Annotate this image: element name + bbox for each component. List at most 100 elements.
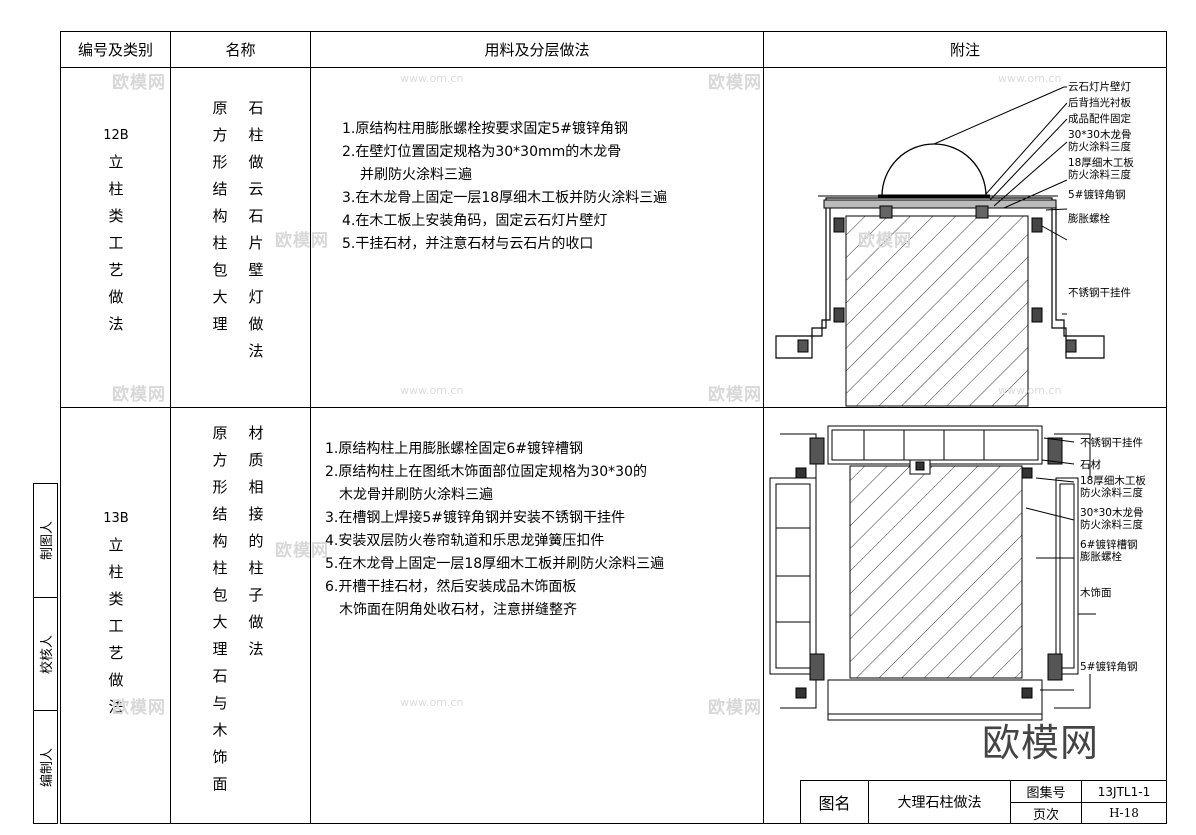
step-line: 2.在壁灯位置固定规格为30*30mm的木龙骨 — [342, 144, 622, 160]
callout-text: 30*30木龙骨 — [1080, 507, 1144, 519]
name-char: 接 — [248, 505, 264, 523]
name-char: 包 — [212, 586, 228, 604]
name-char: 云 — [248, 180, 264, 198]
code-char: 做 — [108, 671, 124, 689]
watermark-url: www.om.cn — [400, 72, 464, 85]
side-text: 编制人 — [39, 747, 55, 787]
code-char: 立 — [108, 536, 124, 554]
callout-text: 膨胀螺栓 — [1080, 551, 1122, 563]
watermark-logo: 欧模网 — [708, 698, 762, 718]
row2-steps: 1.原结构柱上用膨胀螺栓固定6#镀锌槽钢 2.原结构柱上在图纸木饰面部位固定规格… — [325, 438, 664, 622]
name-char: 的 — [248, 532, 264, 550]
detail-drawing-13b — [769, 425, 1096, 721]
step-line: 木龙骨并刷防火涂料三遍 — [339, 487, 493, 503]
name-char: 理 — [212, 315, 228, 333]
watermark-logo: 欧模网 — [112, 698, 166, 718]
callout-text: 膨胀螺栓 — [1068, 213, 1110, 225]
code-char: 艺 — [108, 644, 124, 662]
watermark-logo: 欧模网 — [858, 231, 912, 251]
step-line: 6.开槽干挂石材，然后安装成品木饰面板 — [325, 579, 577, 595]
detail-drawing-12b — [775, 86, 1105, 407]
callout-text: 18厚细木工板 — [1068, 157, 1134, 169]
callout-text: 5#镀锌角钢 — [1080, 661, 1138, 673]
callout-text: 木饰面 — [1080, 587, 1112, 599]
step-line: 2.原结构柱上在图纸木饰面部位固定规格为30*30的 — [325, 464, 647, 480]
name-char: 包 — [212, 261, 228, 279]
name-char: 石 — [248, 207, 264, 225]
callout-text: 防火涂料三度 — [1068, 141, 1131, 153]
side-label-checker: 校核人 — [33, 598, 57, 710]
step-line: 4.在木工板上安装角码，固定云石灯片壁灯 — [342, 213, 608, 229]
watermark-url: www.om.cn — [400, 696, 464, 709]
callout-text: 18厚细木工板 — [1080, 475, 1146, 487]
name-char: 木 — [212, 721, 228, 739]
page-label: 页次 — [1032, 807, 1059, 823]
code-char: 13B — [103, 511, 129, 526]
name-char: 面 — [212, 775, 228, 793]
code-char: 柱 — [108, 563, 124, 581]
name-char: 质 — [248, 451, 264, 469]
header-name: 名称 — [225, 40, 256, 59]
row1-name-left: 原 方 形 结 构 柱 包 大 理 — [208, 95, 232, 338]
header-code: 编号及类别 — [77, 40, 153, 59]
name-char: 石 — [248, 99, 264, 117]
code-char: 艺 — [108, 261, 124, 279]
watermark-logo-large: 欧模网 — [982, 721, 1100, 765]
watermark-logo: 欧模网 — [112, 385, 166, 405]
code-char: 法 — [108, 698, 124, 716]
name-char: 材 — [248, 424, 264, 442]
name-char: 形 — [212, 153, 228, 171]
code-char: 工 — [108, 617, 124, 635]
callout-text: 5#镀锌角钢 — [1068, 189, 1126, 201]
name-char: 构 — [212, 532, 228, 550]
name-char: 做 — [248, 315, 264, 333]
title-label: 图名 — [818, 794, 851, 813]
row2-name-left: 原 方 形 结 构 柱 包 大 理 石 与 木 饰 面 — [208, 420, 232, 798]
step-line: 并刷防火涂料三遍 — [360, 167, 472, 183]
name-char: 方 — [212, 451, 228, 469]
name-char: 片 — [248, 234, 264, 252]
name-char: 结 — [212, 505, 228, 523]
code-char: 做 — [108, 288, 124, 306]
header-method: 用料及分层做法 — [484, 40, 590, 59]
page-number: H-18 — [1109, 806, 1139, 820]
callout-text: 成品配件固定 — [1068, 113, 1131, 125]
set-label: 图集号 — [1026, 786, 1066, 801]
callout-text: 30*30木龙骨 — [1068, 129, 1132, 141]
name-char: 构 — [212, 207, 228, 225]
code-char: 立 — [108, 153, 124, 171]
name-char: 相 — [248, 478, 264, 496]
code-char: 工 — [108, 234, 124, 252]
name-char: 理 — [212, 640, 228, 658]
name-char: 做 — [248, 613, 264, 631]
watermark-logo: 欧模网 — [275, 231, 329, 251]
side-text: 校核人 — [39, 634, 55, 674]
callout-text: 不锈钢干挂件 — [1068, 287, 1131, 299]
step-line: 4.安装双层防火卷帘轨道和乐思龙弹簧压扣件 — [325, 533, 605, 549]
name-char: 壁 — [248, 261, 264, 279]
step-line: 5.干挂石材，并注意石材与云石片的收口 — [342, 236, 594, 252]
code-char: 类 — [108, 590, 124, 608]
name-char: 柱 — [212, 234, 228, 252]
side-label-compiler: 编制人 — [33, 711, 57, 823]
row2-code: 13B 立 柱 类 工 艺 做 法 — [98, 505, 134, 721]
name-char: 饰 — [212, 748, 228, 766]
step-line: 木饰面在阴角处收石材，注意拼缝整齐 — [339, 602, 577, 618]
code-char: 12B — [103, 128, 129, 143]
step-line: 5.在木龙骨上固定一层18厚细木工板并刷防火涂料三遍 — [325, 556, 665, 572]
name-char: 大 — [212, 613, 228, 631]
row1-steps: 1.原结构柱用膨胀螺栓按要求固定5#镀锌角钢 2.在壁灯位置固定规格为30*30… — [342, 118, 667, 256]
step-line: 3.在槽钢上焊接5#镀锌角钢并安装不锈钢干挂件 — [325, 510, 625, 526]
row1-code: 12B 立 柱 类 工 艺 做 法 — [98, 122, 134, 338]
name-char: 柱 — [248, 126, 264, 144]
row1-callouts: 云石灯片壁灯 后背挡光衬板 成品配件固定 30*30木龙骨 防火涂料三度 18厚… — [1068, 81, 1134, 299]
watermark-logo: 欧模网 — [708, 385, 762, 405]
name-char: 形 — [212, 478, 228, 496]
code-char: 柱 — [108, 180, 124, 198]
callout-text: 石材 — [1080, 459, 1101, 471]
name-char: 石 — [212, 667, 228, 685]
step-line: 1.原结构柱用膨胀螺栓按要求固定5#镀锌角钢 — [342, 121, 628, 137]
set-number: 13JTL1-1 — [1097, 784, 1151, 799]
row2-name-right: 材 质 相 接 的 柱 子 做 法 — [244, 420, 268, 663]
